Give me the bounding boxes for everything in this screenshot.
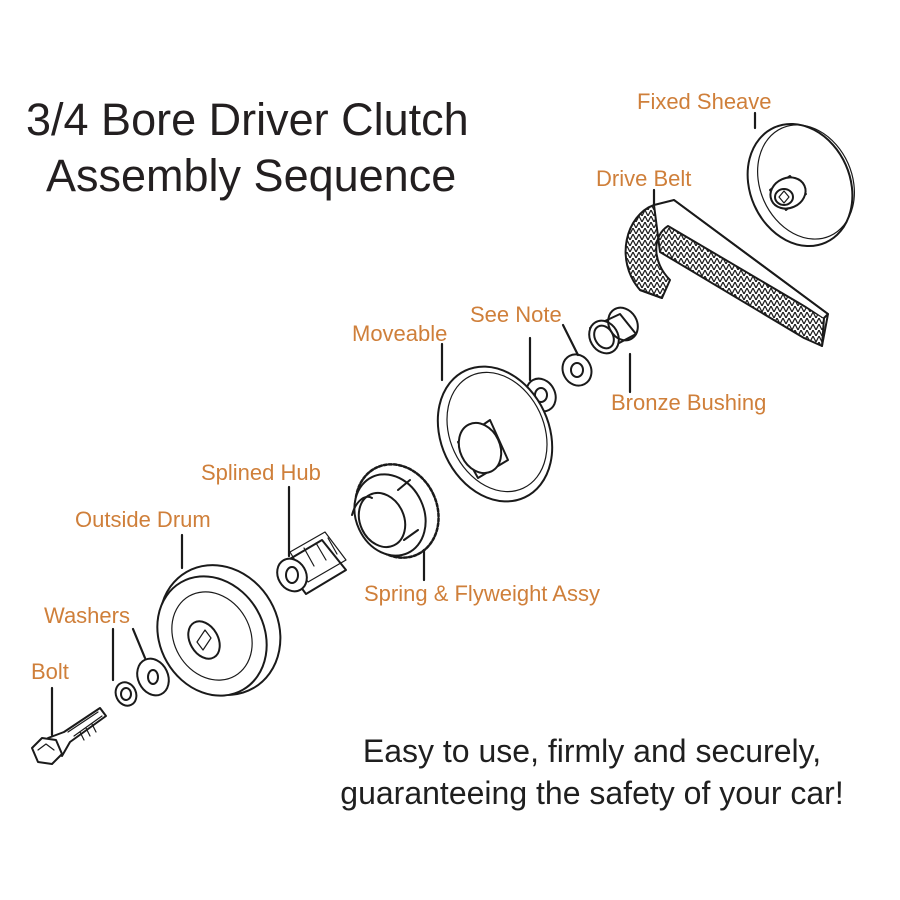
label-washers: Washers [44,603,130,628]
label-moveable: Moveable [352,321,448,346]
label-fixed-sheave: Fixed Sheave [637,89,772,114]
splined-hub-part [276,531,347,595]
label-see-note: See Note [470,302,562,327]
spring-flyweight-part [351,463,440,559]
label-splined-hub: Splined Hub [201,460,321,485]
diagram-title: 3/4 Bore Driver Clutch Assembly Sequence [26,92,546,204]
title-line-2: Assembly Sequence [46,150,457,201]
bolt-part [31,707,107,765]
leader-lines [50,111,757,737]
label-spring-flyweight: Spring & Flyweight Assy [364,581,600,606]
tagline-line-1: Easy to use, firmly and securely, [362,733,822,769]
label-outside-drum: Outside Drum [75,507,211,532]
tagline-line-2: guaranteeing the safety of your car! [340,775,844,811]
washers-part [114,657,170,707]
drive-belt-part [624,199,829,347]
moveable-sheave-part [436,365,554,503]
title-line-1: 3/4 Bore Driver Clutch [26,94,469,145]
label-bolt: Bolt [31,659,69,684]
tagline: Easy to use, firmly and securely, guaran… [292,730,892,814]
label-bronze-bushing: Bronze Bushing [611,390,767,415]
fixed-sheave-part [746,122,855,248]
label-drive-belt: Drive Belt [596,166,692,191]
outside-drum-part [156,564,282,697]
bronze-bushing-part [588,306,639,355]
